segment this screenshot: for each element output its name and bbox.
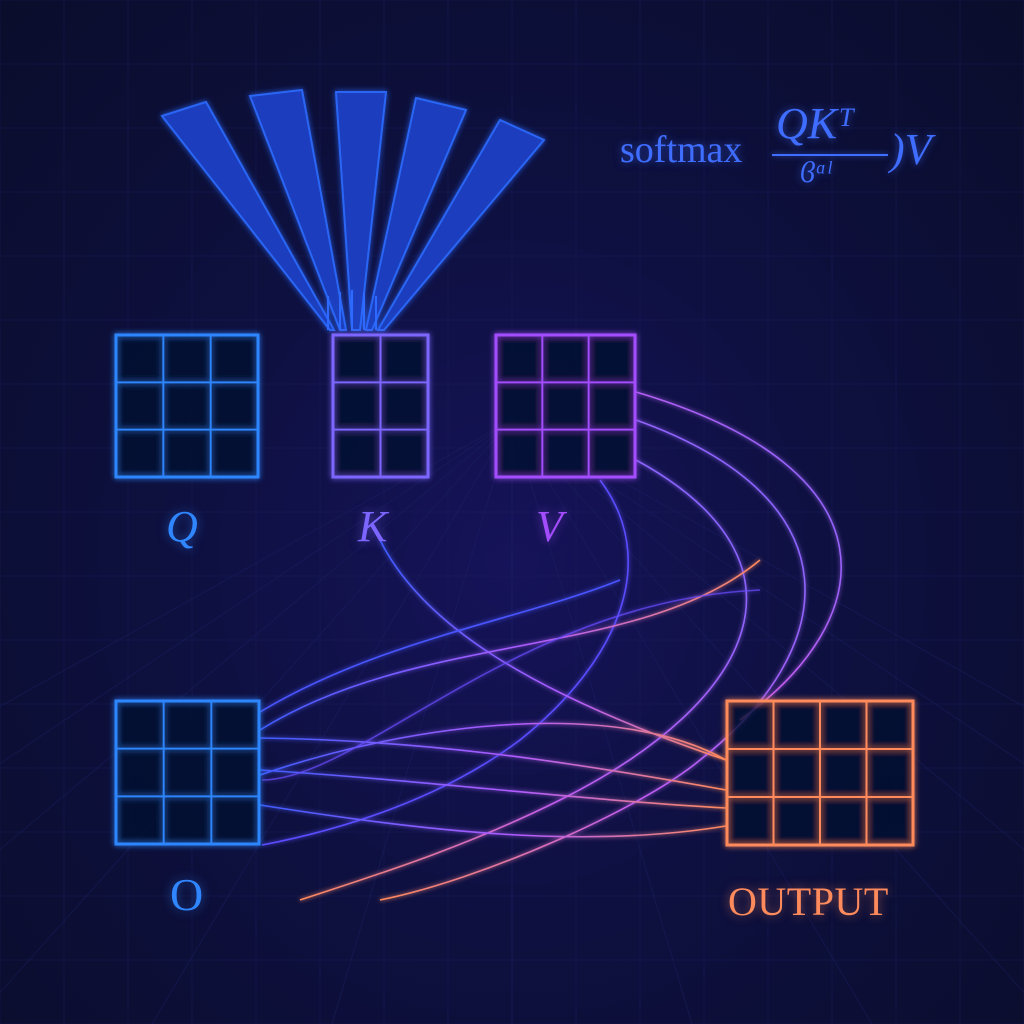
label-v: V <box>536 502 564 551</box>
flow-line <box>259 737 727 791</box>
perspective-line <box>331 419 513 1024</box>
perspective-line <box>0 419 513 707</box>
fan-blade <box>160 100 336 331</box>
perspective-line <box>151 419 513 1024</box>
matrix-o <box>114 699 261 846</box>
perspective-line <box>0 419 513 765</box>
formula-denominator: ϐᵅˡ <box>800 156 831 189</box>
formula-suffix: )V <box>890 125 932 174</box>
fan-blade <box>376 118 546 331</box>
formula-numerator: QKᵀ <box>776 99 855 148</box>
attention-flow-lines <box>259 391 842 901</box>
flow-line <box>259 559 761 731</box>
flow-line <box>259 769 727 809</box>
perspective-line <box>511 419 1024 765</box>
matrix-v-frame <box>494 333 637 479</box>
flow-line <box>379 419 806 901</box>
flow-line <box>259 804 727 838</box>
perspective-line <box>511 419 1024 707</box>
label-output: OUTPUT <box>728 879 889 924</box>
fan-blade <box>334 91 388 331</box>
attention-formula: softmax QKᵀ ϐᵅˡ )V <box>620 98 940 208</box>
matrix-o-frame <box>114 699 261 846</box>
label-o: O <box>170 869 205 920</box>
formula-fraction-bar <box>772 154 888 156</box>
formula-prefix: softmax <box>620 129 743 171</box>
matrices <box>114 333 915 847</box>
matrix-v <box>494 333 637 479</box>
fan-blade <box>364 96 468 331</box>
label-q: Q <box>166 502 199 551</box>
flow-line <box>259 579 621 713</box>
matrix-q-frame <box>114 333 260 479</box>
perspective-line <box>511 419 873 1024</box>
flow-line <box>299 459 748 901</box>
flow-line <box>635 391 842 721</box>
flow-line <box>261 479 629 846</box>
fan-stem <box>327 290 377 330</box>
flow-line <box>259 722 727 776</box>
matrix-q <box>114 333 260 479</box>
matrix-k <box>331 333 430 479</box>
label-k: K <box>358 502 389 551</box>
flow-line <box>261 589 761 781</box>
matrix-output <box>725 699 915 847</box>
attention-fan <box>160 88 546 331</box>
fan-blade <box>248 88 348 331</box>
perspective-line <box>511 419 693 1024</box>
